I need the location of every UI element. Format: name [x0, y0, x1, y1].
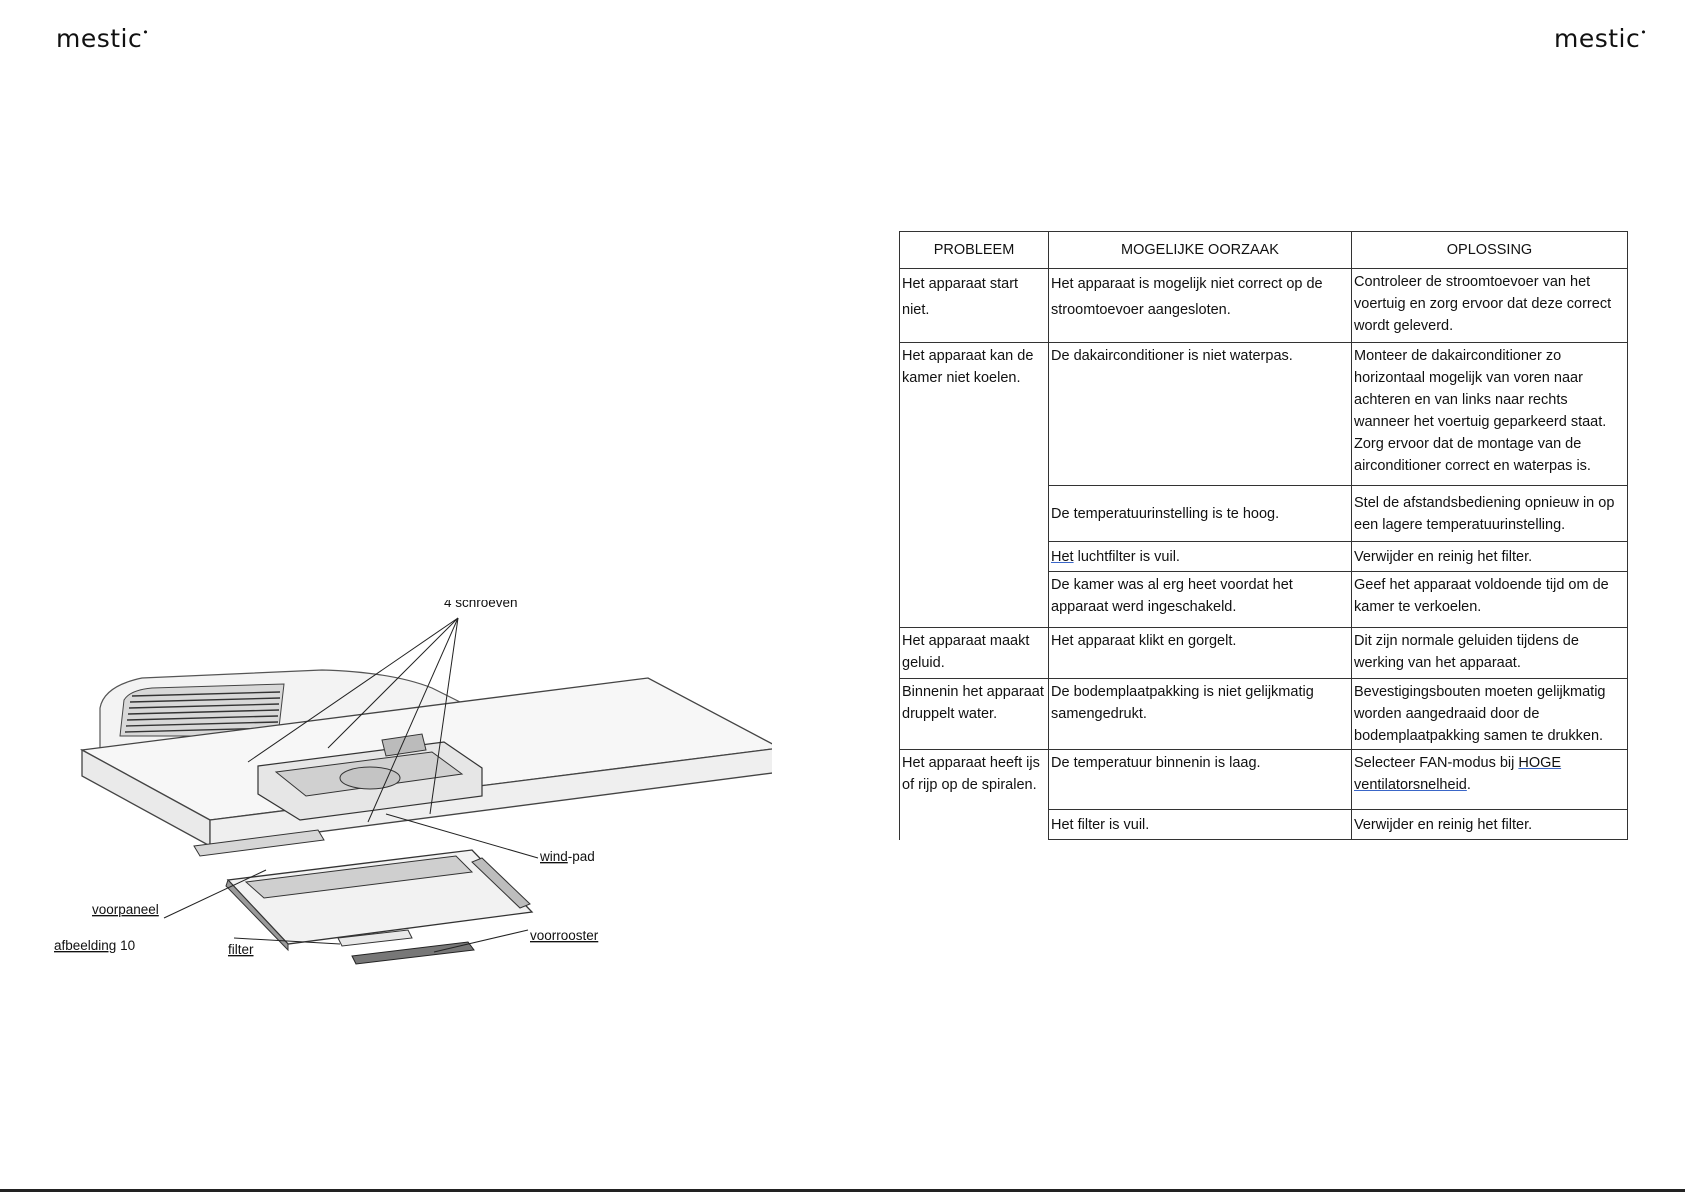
problem-cell: Het apparaat start niet. [899, 268, 1049, 343]
solution-cell: Controleer de stroomtoevoer van het voer… [1351, 268, 1628, 343]
header-problem: PROBLEEM [899, 231, 1049, 269]
problem-cell: Het apparaat maakt geluid. [899, 627, 1049, 679]
figure-caption-b: 10 [116, 938, 135, 953]
cause-word-underlined: Het [1051, 548, 1074, 565]
solution-cell: Verwijder en reinig het filter. [1351, 809, 1628, 840]
table-row: Het filter is vuil. Verwijder en reinig … [900, 809, 1628, 840]
table-row: Het apparaat kan de kamer niet koelen. D… [899, 342, 1628, 628]
table-row: Het apparaat heeft ijs of rijp op de spi… [899, 749, 1628, 840]
solution-cell: Verwijder en reinig het filter. [1351, 541, 1628, 572]
cause-cell: De bodemplaatpakking is niet gelijkmatig… [1048, 678, 1352, 750]
problem-cell: Binnenin het apparaat druppelt water. [899, 678, 1049, 750]
cause-text: luchtfilter is vuil. [1073, 548, 1180, 565]
solution-cell: Bevestigingsbouten moeten gelijkmatig wo… [1351, 678, 1628, 750]
label-wind-pad-a: wind [539, 849, 568, 864]
cause-cell: Het apparaat klikt en gorgelt. [1048, 627, 1352, 679]
front-grille-illustration [351, 941, 475, 965]
problem-cell: Het apparaat kan de kamer niet koelen. [899, 342, 1049, 628]
label-front-panel: voorpaneel [92, 902, 159, 917]
table-row: Binnenin het apparaat druppelt water. De… [899, 678, 1628, 750]
figure-caption-a: afbeelding [54, 938, 116, 953]
solution-cell: Dit zijn normale geluiden tijdens de wer… [1351, 627, 1628, 679]
table-row: De temperatuurinstelling is te hoog. Ste… [900, 485, 1628, 542]
brand-logo-right: mestic• [1554, 24, 1648, 53]
header-solution: OPLOSSING [1351, 231, 1628, 269]
label-wind-pad: wind-pad [539, 849, 595, 864]
solution-cell: Selecteer FAN-modus bij HOGE ventilators… [1351, 749, 1628, 810]
mounting-frame-illustration [257, 733, 483, 821]
problem-cell: Het apparaat heeft ijs of rijp op de spi… [899, 749, 1049, 840]
exploded-view-figure: 4 schroeven wind-pad voorpaneel voorroos… [54, 600, 772, 965]
figure-caption: afbeelding 10 [54, 938, 135, 953]
solution-cell: Monteer de dakairconditioner zo horizont… [1351, 342, 1628, 486]
brand-logo-left: mestic• [56, 24, 150, 53]
cause-cell: De dakairconditioner is niet waterpas. [1048, 342, 1352, 486]
cause-cell: Het luchtfilter is vuil. [1048, 541, 1352, 572]
label-front-grille: voorrooster [530, 928, 599, 943]
cause-cell: Het apparaat is mogelijk niet correct op… [1048, 268, 1352, 343]
label-wind-pad-b: -pad [568, 849, 595, 864]
page-bottom-rule [0, 1189, 1685, 1192]
solution-text: Selecteer FAN-modus bij [1354, 755, 1519, 771]
solution-underlined: HOGE ventilatorsnelheid [1354, 755, 1562, 793]
table-row: Het apparaat start niet. Het apparaat is… [899, 268, 1628, 343]
header-cause: MOGELIJKE OORZAAK [1048, 231, 1352, 269]
cause-cell: Het filter is vuil. [1048, 809, 1352, 840]
wind-pad-illustration [193, 829, 325, 857]
troubleshooting-table: PROBLEEM MOGELIJKE OORZAAK OPLOSSING Het… [899, 231, 1628, 840]
cause-cell: De temperatuurinstelling is te hoog. [1048, 485, 1352, 542]
cause-cell: De kamer was al erg heet voordat het app… [1048, 571, 1352, 628]
solution-end: . [1466, 777, 1471, 793]
label-screws: 4 schroeven [444, 600, 518, 610]
filter-illustration [337, 929, 413, 947]
solution-cell: Stel de afstandsbediening opnieuw in op … [1351, 485, 1628, 542]
cause-cell: De temperatuur binnenin is laag. [1048, 749, 1352, 810]
label-filter: filter [228, 942, 254, 957]
table-header-row: PROBLEEM MOGELIJKE OORZAAK OPLOSSING [899, 231, 1628, 269]
solution-cell: Geef het apparaat voldoende tijd om de k… [1351, 571, 1628, 628]
front-panel-illustration [225, 849, 534, 952]
table-row: Het luchtfilter is vuil. Verwijder en re… [900, 541, 1628, 572]
table-row: De kamer was al erg heet voordat het app… [900, 571, 1628, 628]
table-row: Het apparaat maakt geluid. Het apparaat … [899, 627, 1628, 679]
